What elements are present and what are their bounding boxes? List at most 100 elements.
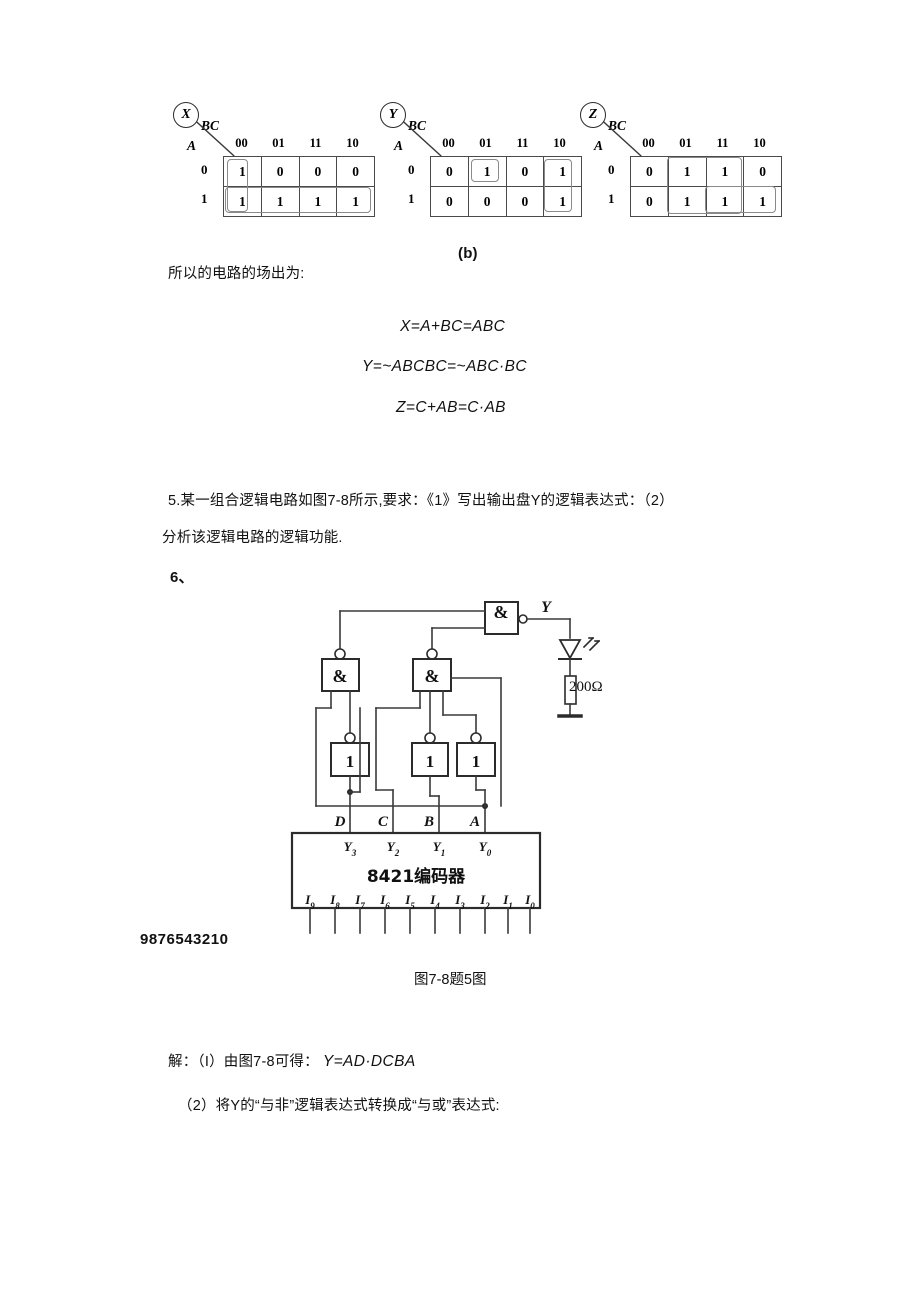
kmap-y-left-label: A [394, 138, 404, 153]
table-row: 1 0 0 0 [223, 156, 375, 187]
kmap-z-cell-1-2: 1 [705, 186, 745, 217]
encoder-input-digits: 9876543210 [140, 931, 229, 948]
kmap-z-cell-0-1: 1 [667, 156, 707, 187]
encoder-input-i6: I6 [379, 892, 390, 911]
kmap-z-variable-circle: Z [580, 102, 606, 128]
kmap-z-diagonal-line [598, 117, 642, 157]
kmap-x-cell-0-3: 0 [336, 156, 375, 187]
kmap-x-row-0-header: 0 [201, 162, 208, 177]
encoder-input-i4: I4 [429, 892, 440, 911]
karnaugh-map-x: X BC A 00 01 11 10 0 1 1 0 0 0 1 1 1 1 [165, 100, 375, 235]
kmap-x-diagonal-line [191, 117, 235, 157]
encoder-input-i0: I0 [524, 892, 535, 911]
nand-gate-1-symbol: & [333, 666, 348, 686]
kmap-z-col-2: 11 [716, 136, 729, 150]
table-row: 0 1 1 1 [630, 186, 782, 217]
kmap-y-col-3: 10 [553, 136, 566, 150]
formula-z: Z=C+AB=C·AB [396, 399, 506, 416]
figure-caption: 图7-8题5图 [414, 972, 487, 988]
logic-circuit-diagram: & & & 1 1 1 Y D C B A Y3 Y2 Y1 Y0 8421编码… [280, 590, 620, 950]
circuit-svg: & & & 1 1 1 Y D C B A Y3 Y2 Y1 Y0 8421编码… [290, 599, 601, 934]
kmap-y-cell-0-2: 0 [505, 156, 545, 187]
kmap-z-col-0: 00 [642, 136, 655, 150]
nand-gate-2-bubble [426, 648, 438, 660]
kmap-y-cell-0-1: 1 [467, 156, 507, 187]
table-row: 0 0 0 1 [430, 186, 582, 217]
led-triangle-icon [558, 639, 582, 660]
kmap-x-cell-0-2: 0 [298, 156, 338, 187]
encoder-output-y0: Y0 [479, 839, 492, 858]
table-row: 1 1 1 1 [223, 186, 375, 217]
kmap-x-cell-0-0: 1 [223, 156, 262, 187]
encoder-wire-label-d: D [334, 814, 346, 830]
kmap-z-row-0-header: 0 [608, 162, 615, 177]
encoder-output-y2: Y2 [387, 839, 400, 858]
encoder-block-body [290, 831, 542, 910]
karnaugh-map-z: Z BC A 00 01 11 10 0 1 0 1 1 0 0 1 1 1 [572, 100, 782, 235]
encoder-output-y3: Y3 [344, 839, 357, 858]
inverter-3-body [456, 742, 496, 777]
kmap-y-row-0-header: 0 [408, 162, 415, 177]
kmap-x-variable-circle: X [173, 102, 199, 128]
kmap-y-col-0: 00 [442, 136, 455, 150]
encoder-wire-label-b: B [423, 814, 434, 830]
encoder-input-i7: I7 [354, 892, 365, 911]
figure-b-label: (b) [458, 245, 478, 262]
encoder-output-y1: Y1 [433, 839, 445, 858]
inverter-1-symbol: 1 [346, 752, 355, 771]
encoder-input-i2: I2 [479, 892, 490, 911]
kmap-x-table: 1 0 0 0 1 1 1 1 [223, 156, 375, 217]
kmap-y-cell-0-0: 0 [430, 156, 469, 187]
kmap-y-variable-circle: Y [380, 102, 406, 128]
kmap-x-cell-0-1: 0 [260, 156, 300, 187]
karnaugh-map-y: Y BC A 00 01 11 10 0 1 0 1 0 1 0 0 0 1 [372, 100, 582, 235]
kmap-x-cell-1-3: 1 [336, 186, 375, 217]
kmap-y-column-headers: 00 01 11 10 [430, 136, 578, 151]
problem-5-continued: 分析该逻辑电路的逻辑功能. [162, 530, 343, 546]
kmap-x-col-2: 11 [309, 136, 322, 150]
kmap-x-col-0: 00 [235, 136, 248, 150]
inverter-3-bubble [470, 732, 482, 744]
intro-text: 所以的电路的场出为: [168, 266, 305, 282]
kmap-x-col-1: 01 [272, 136, 285, 150]
encoder-wire-label-c: C [378, 814, 389, 830]
nand-gate-2-symbol: & [425, 666, 440, 686]
kmap-x-cell-1-1: 1 [260, 186, 300, 217]
kmap-z-table: 0 1 1 0 0 1 1 1 [630, 156, 782, 217]
formula-x: X=A+BC=ABC [400, 318, 506, 335]
kmap-z-cell-0-2: 1 [705, 156, 745, 187]
inverter-2-symbol: 1 [426, 752, 435, 771]
nand-gate-2-body [412, 658, 452, 692]
kmap-z-cell-1-1: 1 [667, 186, 707, 217]
kmap-x-col-3: 10 [346, 136, 359, 150]
led-light-ray-1-icon [582, 636, 595, 649]
encoder-input-i3: I3 [454, 892, 465, 911]
nand-gate-1-bubble [334, 648, 346, 660]
encoder-input-i5: I5 [404, 892, 415, 911]
encoder-input-i8: I8 [329, 892, 340, 911]
solution-line-1-text: 解：（I）由图7-8可得： [168, 1054, 319, 1070]
encoder-input-i9: I9 [304, 892, 315, 911]
kmap-z-cell-0-3: 0 [743, 156, 782, 187]
nand-gate-top-symbol: & [494, 602, 509, 622]
inverter-3-symbol: 1 [472, 752, 481, 771]
nand-gate-top-bubble [518, 614, 528, 624]
kmap-x-row-1-header: 1 [201, 191, 208, 206]
solution-line-1-formula: Y=AD·DCBA [322, 1053, 416, 1070]
problem-5-text: 5.某一组合逻辑电路如图7-8所示,要求：《1》写出输出盘Y的逻辑表达式：（2） [168, 493, 674, 509]
kmap-z-column-headers: 00 01 11 10 [630, 136, 778, 151]
encoder-input-i1: I1 [502, 892, 513, 911]
inverter-2-bubble [424, 732, 436, 744]
kmap-z-cell-1-3: 1 [743, 186, 782, 217]
kmap-z-col-1: 01 [679, 136, 692, 150]
nand-gate-top-body [484, 601, 519, 635]
table-row: 0 1 1 0 [630, 156, 782, 187]
led-light-ray-2-icon [588, 639, 601, 652]
kmap-x-left-label: A [187, 138, 197, 153]
kmap-y-cell-1-2: 0 [505, 186, 545, 217]
inverter-1-bubble [344, 732, 356, 744]
resistor-value-label: 200Ω [569, 679, 603, 695]
kmap-z-cell-0-0: 0 [630, 156, 669, 187]
kmap-z-row-1-header: 1 [608, 191, 615, 206]
kmap-z-cell-1-0: 0 [630, 186, 669, 217]
